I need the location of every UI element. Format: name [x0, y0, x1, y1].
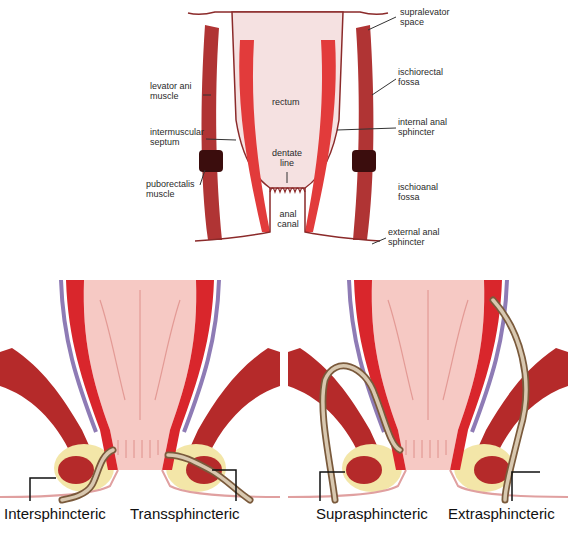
outer-muscle: [353, 25, 373, 240]
anatomy-label: ischioanal fossa: [398, 183, 456, 203]
anatomy-label: rectum: [272, 98, 300, 108]
anatomy-label: levator ani muscle: [150, 82, 202, 102]
anatomy-label: puborectalis muscle: [146, 180, 202, 200]
panel-left: [0, 280, 280, 497]
anatomy-label: dentate line: [268, 149, 306, 169]
puborectalis: [352, 150, 376, 172]
puborectalis: [199, 150, 223, 172]
fistula-type-label: Extrasphincteric: [448, 505, 555, 522]
fistula-outer: [62, 300, 526, 500]
dentate-line: [270, 188, 305, 192]
anatomy-label: internal anal sphincter: [398, 118, 460, 138]
anal-canal-wall: [195, 188, 380, 241]
fistula-inner: [62, 300, 526, 500]
anatomy-label: anal canal: [273, 210, 303, 230]
fistula-type-label: Suprasphincteric: [316, 505, 428, 522]
fistula-type-label: Transsphincteric: [130, 505, 239, 522]
anatomy-label: supralevator space: [400, 8, 462, 28]
fistula-type-label: Intersphincteric: [4, 505, 106, 522]
leader-line: [200, 17, 396, 244]
internal-sphincter: [239, 40, 270, 232]
outer-muscle: [202, 25, 222, 240]
anatomy-label: intermuscular septum: [150, 128, 208, 148]
internal-sphincter: [305, 40, 336, 232]
bracket: [30, 470, 540, 501]
anatomy-label: ischiorectal fossa: [398, 68, 458, 88]
fistula-tracts: [62, 300, 526, 500]
anatomy-label: external anal sphincter: [388, 228, 452, 248]
